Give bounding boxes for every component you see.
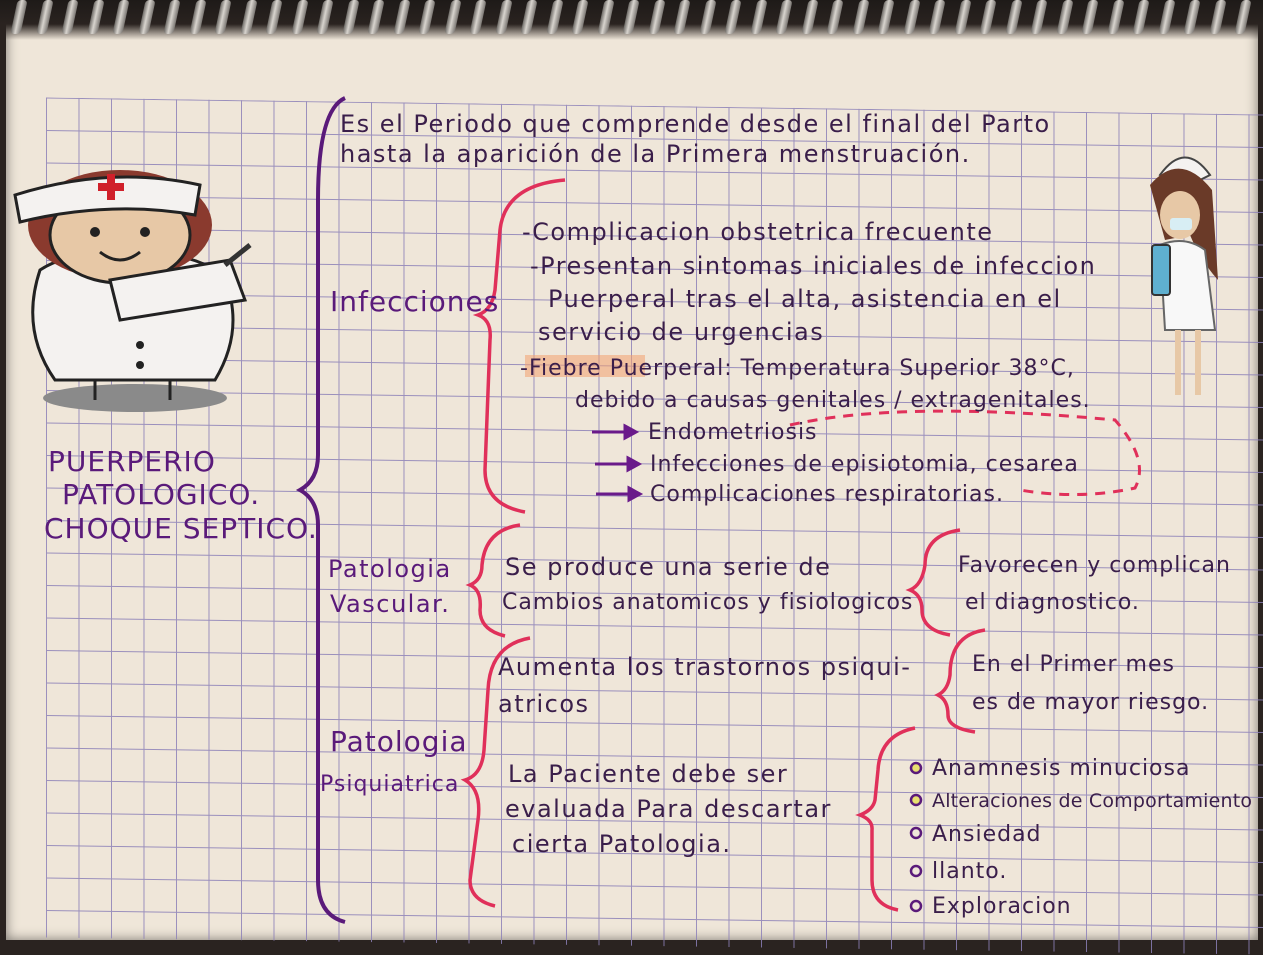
infecciones-item: debido a causas genitales / extragenital… bbox=[575, 388, 1091, 413]
vascular-note-2: el diagnostico. bbox=[965, 590, 1140, 615]
psiquiatrica-label-2: Psiquiatrica bbox=[320, 772, 460, 797]
spiral-binding bbox=[0, 0, 1263, 40]
psiquiatrica-desc-2: evaluada Para descartar bbox=[505, 795, 832, 823]
psiquiatrica-note-1: En el Primer mes bbox=[972, 652, 1175, 677]
nurse-illustration-left bbox=[13, 170, 252, 412]
vascular-label-1: Patologia bbox=[328, 555, 452, 583]
vascular-desc-2: Cambios anatomicos y fisiologicos bbox=[502, 590, 914, 615]
cause-item: Endometriosis bbox=[648, 420, 818, 445]
symptom-item: Alteraciones de Comportamiento bbox=[932, 790, 1253, 812]
symptom-item: Anamnesis minuciosa bbox=[932, 756, 1191, 781]
infecciones-item: servicio de urgencias bbox=[538, 318, 825, 346]
infecciones-item: -Complicacion obstetrica frecuente bbox=[522, 218, 994, 246]
definition-line-2: hasta la aparición de la Primera menstru… bbox=[340, 140, 971, 168]
infecciones-item: -Presentan sintomas iniciales de infecci… bbox=[530, 252, 1097, 280]
psiquiatrica-desc-2: cierta Patologia. bbox=[512, 830, 732, 858]
psiquiatrica-desc-2: La Paciente debe ser bbox=[508, 760, 789, 788]
notebook-page bbox=[6, 18, 1263, 955]
vascular-desc-1: Se produce una serie de bbox=[505, 553, 832, 581]
list-bullet-icons bbox=[909, 761, 923, 913]
cause-item: Infecciones de episiotomia, cesarea bbox=[650, 452, 1079, 477]
title-line-3: CHOQUE SEPTICO. bbox=[44, 512, 318, 545]
psiquiatrica-desc-1b: atricos bbox=[498, 690, 590, 718]
symptom-item: llanto. bbox=[932, 859, 1008, 884]
definition-line-1: Es el Periodo que comprende desde el fin… bbox=[340, 110, 1051, 138]
infecciones-item: -Fiebre Puerperal: Temperatura Superior … bbox=[520, 356, 1075, 381]
symptom-item: Ansiedad bbox=[932, 822, 1042, 847]
vascular-label-2: Vascular. bbox=[330, 590, 451, 618]
psiquiatrica-note-2: es de mayor riesgo. bbox=[972, 690, 1210, 715]
infecciones-label: Infecciones bbox=[330, 285, 500, 318]
cause-item: Complicaciones respiratorias. bbox=[650, 482, 1004, 507]
psiquiatrica-desc-1a: Aumenta los trastornos psiqui- bbox=[498, 653, 912, 681]
infecciones-item: Puerperal tras el alta, asistencia en el bbox=[548, 285, 1062, 313]
arrow-icons bbox=[592, 423, 644, 503]
nurse-illustration-right bbox=[1150, 156, 1218, 395]
psiquiatrica-label-1: Patologia bbox=[330, 725, 468, 758]
title-line-2: PATOLOGICO. bbox=[62, 478, 261, 511]
title-line-1: PUERPERIO bbox=[48, 445, 216, 478]
dashed-connector bbox=[789, 409, 1141, 497]
main-brace bbox=[295, 96, 346, 924]
vascular-note-1: Favorecen y complican bbox=[958, 553, 1231, 578]
symptom-item: Exploracion bbox=[932, 894, 1072, 919]
